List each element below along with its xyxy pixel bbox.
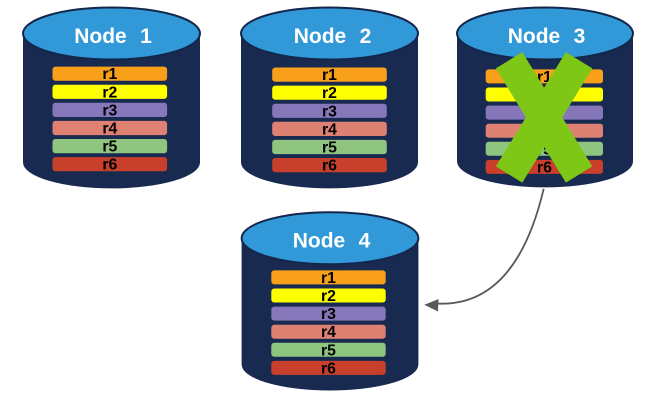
svg-text:r2: r2 [322,85,337,102]
svg-text:r2: r2 [102,84,117,101]
svg-text:r6: r6 [321,360,336,377]
svg-text:Node 4: Node 4 [293,230,371,253]
svg-text:Node 3: Node 3 [508,25,586,48]
svg-text:r6: r6 [322,158,337,175]
svg-text:r1: r1 [322,67,337,84]
svg-text:r5: r5 [322,140,337,157]
svg-text:r2: r2 [321,288,336,305]
svg-text:r6: r6 [537,159,552,176]
svg-text:r5: r5 [321,342,336,359]
svg-text:r3: r3 [102,102,117,119]
svg-text:r5: r5 [102,139,117,156]
svg-text:r1: r1 [321,270,336,287]
svg-text:r4: r4 [321,324,336,341]
svg-text:Node 1: Node 1 [74,25,152,48]
svg-text:Node 2: Node 2 [294,25,372,48]
svg-text:r3: r3 [321,306,336,323]
svg-text:r1: r1 [102,66,117,83]
svg-text:r4: r4 [322,121,337,138]
svg-text:r4: r4 [102,121,117,138]
svg-text:r6: r6 [102,157,117,174]
svg-text:r3: r3 [322,103,337,120]
